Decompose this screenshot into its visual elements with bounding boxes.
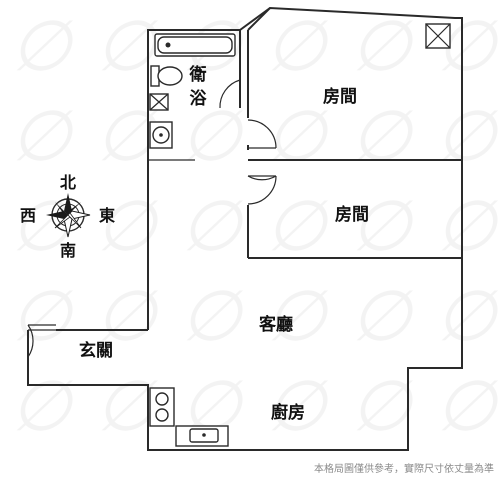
svg-text:∅: ∅: [265, 275, 329, 357]
svg-text:∅: ∅: [435, 275, 499, 357]
svg-text:∅: ∅: [180, 95, 244, 177]
svg-text:∅: ∅: [265, 5, 329, 87]
svg-text:∅: ∅: [180, 185, 244, 267]
bathroom-door: [219, 79, 241, 109]
svg-text:∅: ∅: [95, 185, 159, 267]
svg-text:∅: ∅: [435, 365, 499, 447]
svg-text:∅: ∅: [10, 95, 74, 177]
svg-text:∅: ∅: [265, 185, 329, 267]
disclaimer-text: 本格局圖僅供參考，實際尺寸依丈量為準: [314, 462, 494, 475]
svg-text:∅: ∅: [95, 5, 159, 87]
compass-north-label: 北: [60, 173, 76, 192]
interior-walls: [148, 30, 462, 259]
compass-rose-icon: [46, 193, 91, 238]
room-label-living: 客廳: [258, 314, 293, 335]
vent-icon: [149, 93, 169, 111]
svg-text:∅: ∅: [265, 95, 329, 177]
sink-icon: [149, 121, 173, 149]
svg-text:∅: ∅: [350, 5, 414, 87]
room-label-entrance: 玄關: [79, 340, 113, 361]
entrance-door: [27, 324, 56, 358]
svg-text:∅: ∅: [265, 365, 329, 447]
svg-text:∅: ∅: [350, 185, 414, 267]
svg-text:∅: ∅: [350, 275, 414, 357]
room-label-kitchen: 廚房: [271, 402, 305, 423]
svg-text:∅: ∅: [10, 275, 74, 357]
bathroom-fixtures: [149, 33, 236, 149]
bedroom-top-door: [247, 119, 277, 149]
stove-icon: [149, 387, 175, 427]
kitchen-fixtures: [149, 387, 229, 447]
room-label-bedroom-middle: 房間: [335, 204, 369, 225]
bedroom-middle-door: [247, 175, 277, 205]
watermark-pattern: ∅ ∅ ∅ ∅ ∅ ∅ ∅ ∅ ∅ ∅ ∅ ∅ ∅ ∅ ∅ ∅ ∅ ∅ ∅ ∅ …: [10, 5, 499, 447]
svg-text:∅: ∅: [350, 95, 414, 177]
bathtub-icon: [154, 33, 236, 57]
svg-text:∅: ∅: [435, 95, 499, 177]
compass-south-label: 南: [60, 241, 76, 260]
svg-text:∅: ∅: [435, 185, 499, 267]
room-label-bedroom-top: 房間: [323, 86, 357, 107]
kitchen-sink-icon: [175, 425, 229, 447]
compass-east-label: 東: [99, 206, 115, 225]
svg-text:∅: ∅: [10, 185, 74, 267]
room-label-bathroom-char-2: 浴: [190, 88, 208, 109]
doors: [27, 79, 277, 358]
room-label-bathroom: 衛 浴: [189, 64, 208, 109]
svg-text:∅: ∅: [180, 275, 244, 357]
room-label-bathroom-char-1: 衛: [189, 64, 207, 85]
compass-west-label: 西: [20, 206, 36, 225]
svg-text:∅: ∅: [10, 365, 74, 447]
vent-top-right-icon: [425, 23, 451, 49]
outer-walls: [27, 6, 463, 451]
toilet-icon: [150, 65, 183, 87]
svg-text:∅: ∅: [10, 5, 74, 87]
svg-text:∅: ∅: [350, 365, 414, 447]
